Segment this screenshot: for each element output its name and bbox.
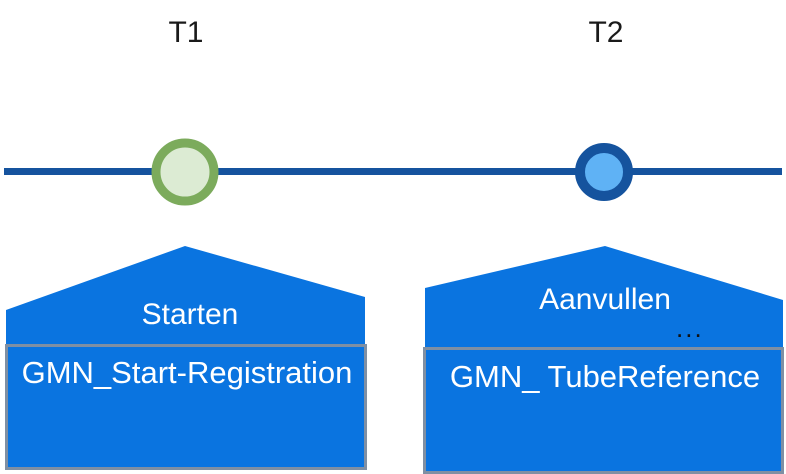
marker-t1-fill-circle [151,138,219,206]
timeline-tick-label-t1: T1 [168,16,204,49]
node-fill-pentagon[interactable] [425,246,783,349]
timeline-axis-line [4,168,782,175]
node-fill-title: Aanvullen [539,283,671,316]
node-start-rect[interactable] [5,344,367,470]
node-start[interactable] [5,246,367,470]
node-start-pentagon[interactable] [6,246,365,346]
timeline-marker-t2[interactable] [575,143,633,201]
marker-t2-fill-circle [575,143,633,201]
timeline-tick-label-t2: T2 [588,16,624,49]
timeline-marker-t1[interactable] [151,138,219,206]
node-start-title: Starten [141,298,239,331]
node-fill-body-label: GMN_ TubeReference [449,359,761,394]
node-start-body-label: GMN_Start-Registration [21,355,353,390]
node-fill[interactable] [423,246,784,474]
node-fill-ellipsis: ... [676,313,704,343]
node-fill-rect[interactable] [423,347,784,474]
